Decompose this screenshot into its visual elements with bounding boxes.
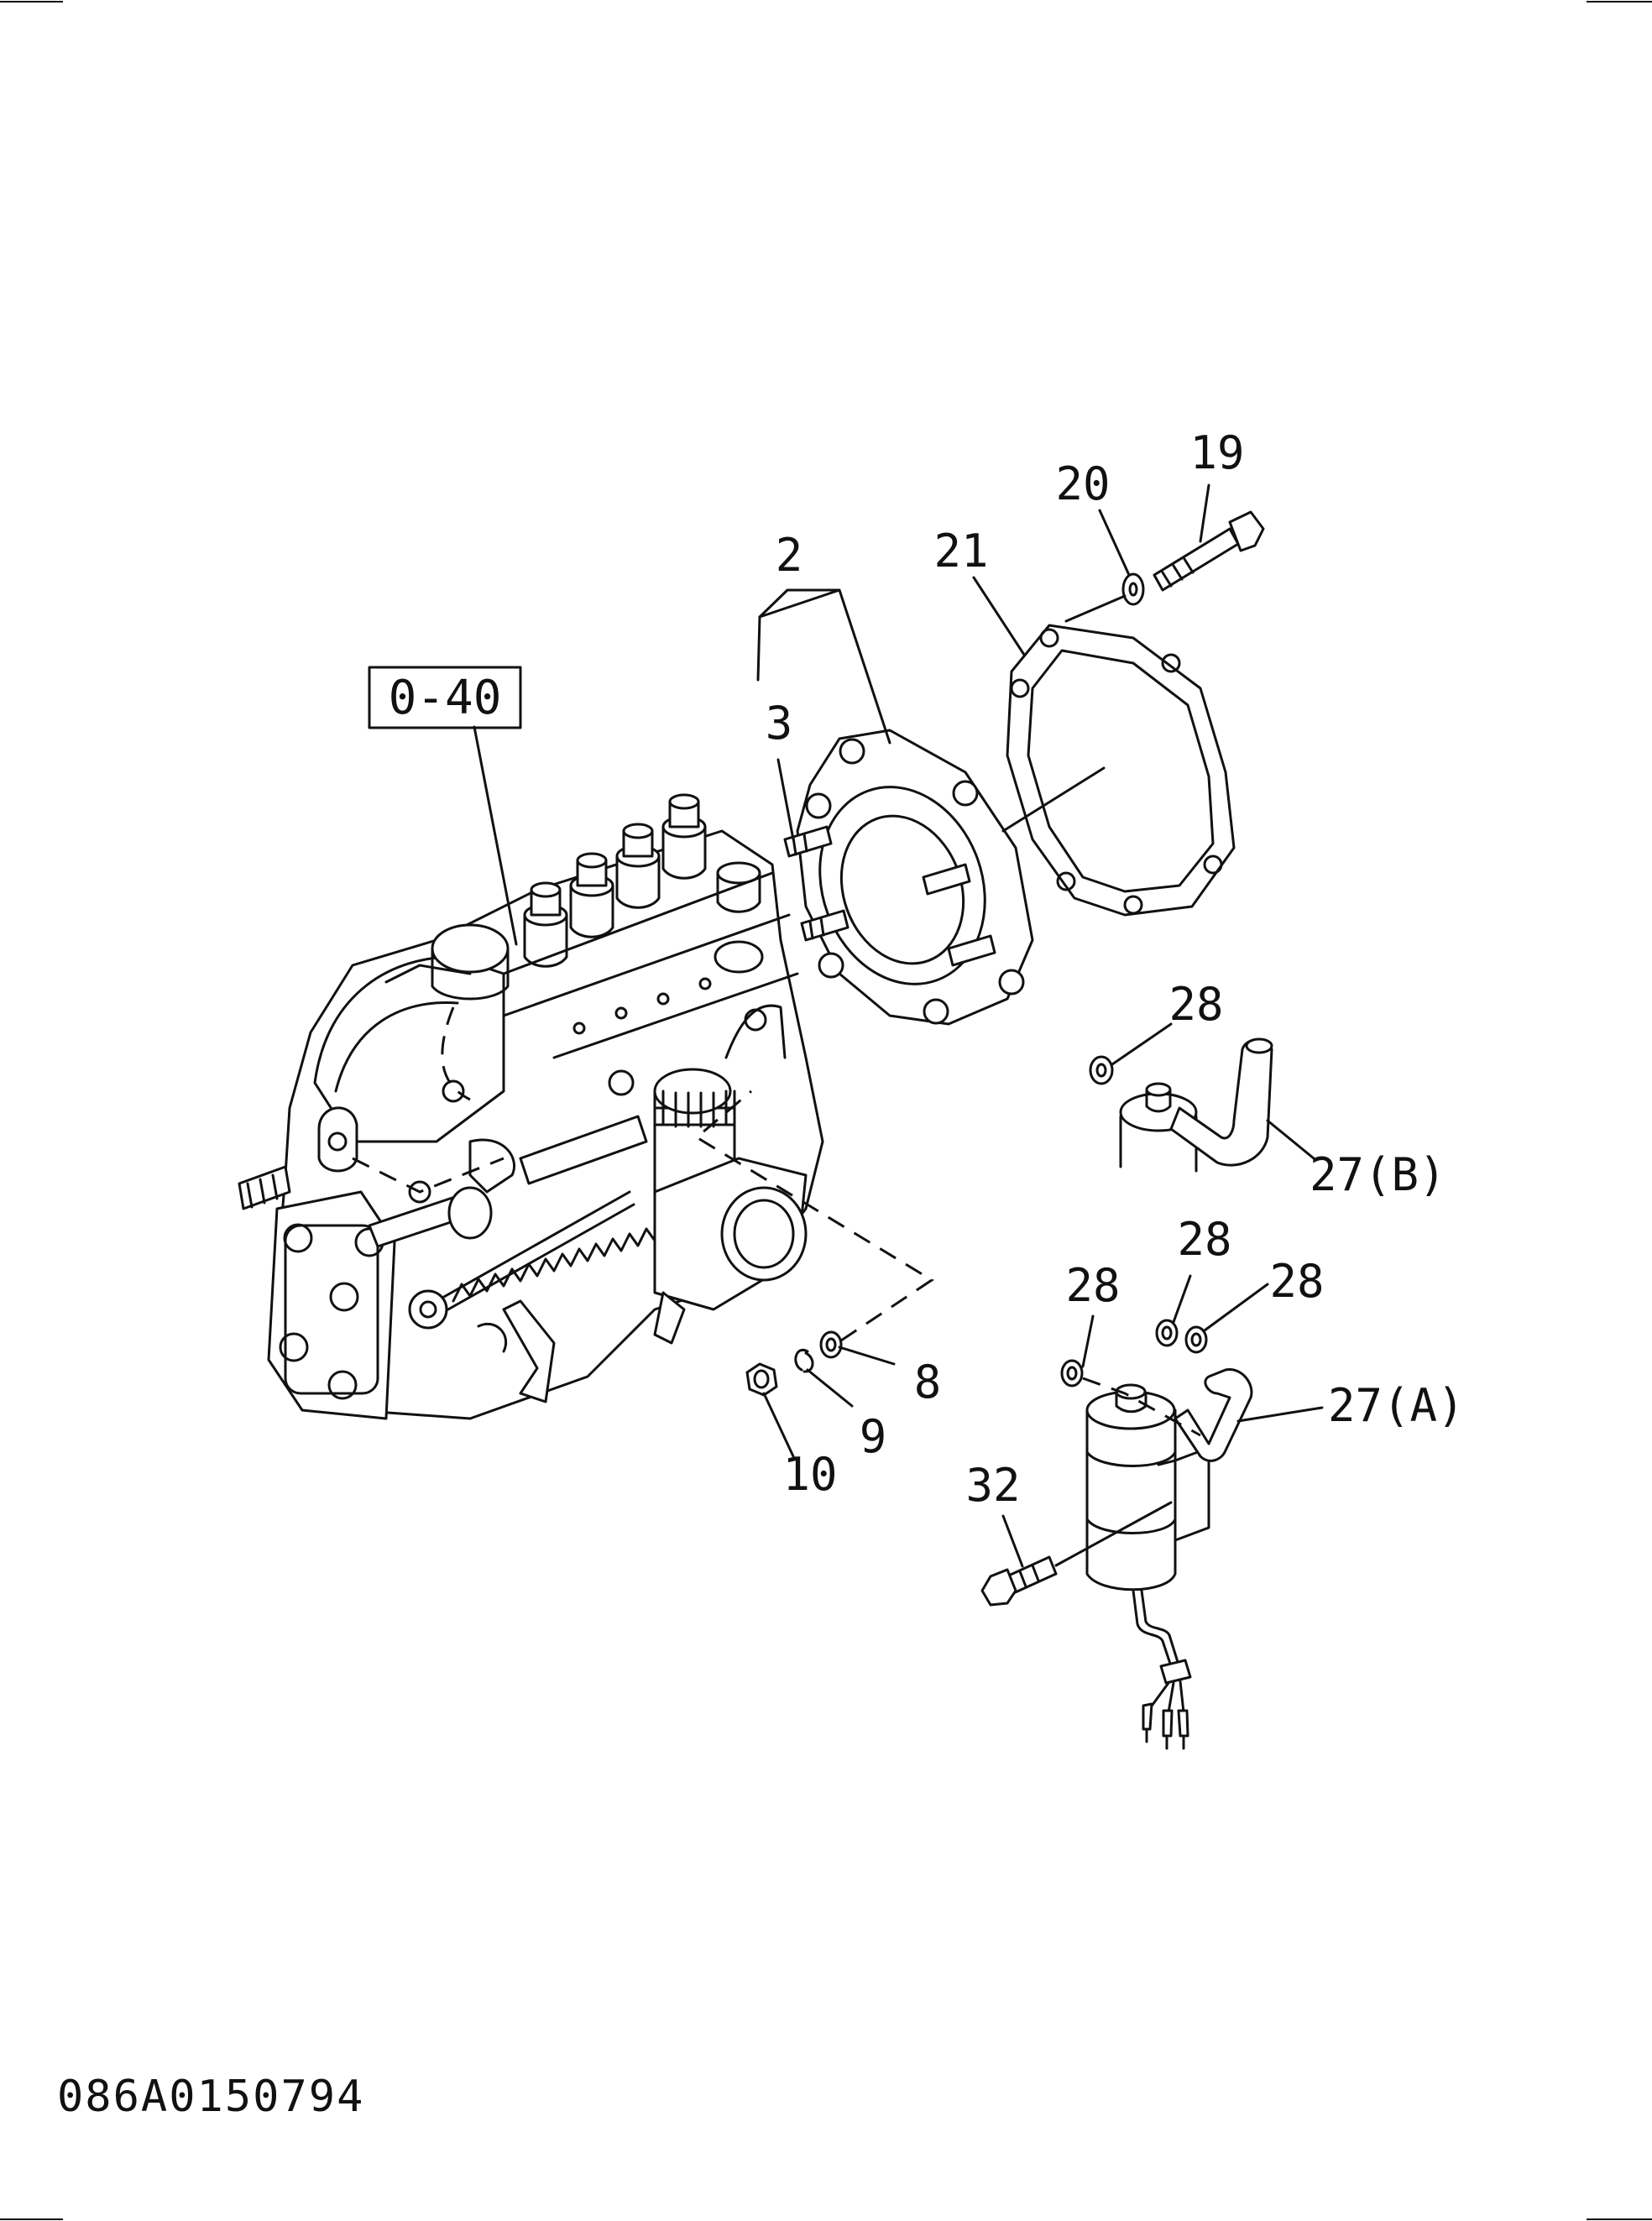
o-ring-part-28-left [1060, 1359, 1084, 1387]
bolt-part-32 [980, 1555, 1058, 1607]
callout-32: 32 [965, 1459, 1020, 1512]
control-rod-spring [452, 1227, 656, 1303]
callout-27a: 27(A) [1328, 1379, 1465, 1432]
callout-19: 19 [1189, 426, 1244, 479]
o-ring-part-28-mid [1155, 1319, 1179, 1347]
callout-labels: 2 3 8 9 10 19 20 21 28 27(B) 28 28 28 27… [766, 426, 1465, 1512]
nut-part-10 [745, 1362, 778, 1397]
callout-2: 2 [776, 529, 803, 582]
governor-cover-part-2 [796, 729, 1034, 1026]
callout-27b: 27(B) [1310, 1148, 1446, 1201]
callout-28-left: 28 [1065, 1259, 1120, 1312]
callout-20: 20 [1055, 457, 1110, 510]
leader-lines [473, 483, 1324, 1568]
o-ring-part-28-right [1184, 1325, 1208, 1354]
callout-10: 10 [782, 1448, 837, 1501]
document-code: 086A0150794 [57, 2072, 364, 2122]
solenoid-part-27b [1089, 1037, 1273, 1173]
o-ring-part-28-upper [1089, 1055, 1114, 1085]
callout-21: 21 [933, 525, 988, 577]
spring-washer-part-9 [794, 1348, 814, 1373]
gasket-part-21 [1006, 624, 1236, 917]
reference-box-label: 0-40 [389, 671, 502, 725]
callout-8: 8 [914, 1356, 942, 1408]
callout-9: 9 [860, 1410, 887, 1463]
bolt-part-19 [1153, 510, 1265, 592]
callout-28-mid: 28 [1177, 1213, 1231, 1266]
stud-part-3 [783, 825, 996, 967]
injection-pump-drawing [238, 793, 824, 1420]
callout-28-top: 28 [1168, 978, 1223, 1031]
callout-3: 3 [766, 697, 793, 750]
solenoid-part-27a [1085, 1368, 1253, 1750]
washer-part-20 [1121, 572, 1145, 606]
reference-box: 0-40 [368, 666, 522, 729]
callout-28-right: 28 [1269, 1255, 1324, 1308]
washer-part-8 [819, 1330, 843, 1359]
